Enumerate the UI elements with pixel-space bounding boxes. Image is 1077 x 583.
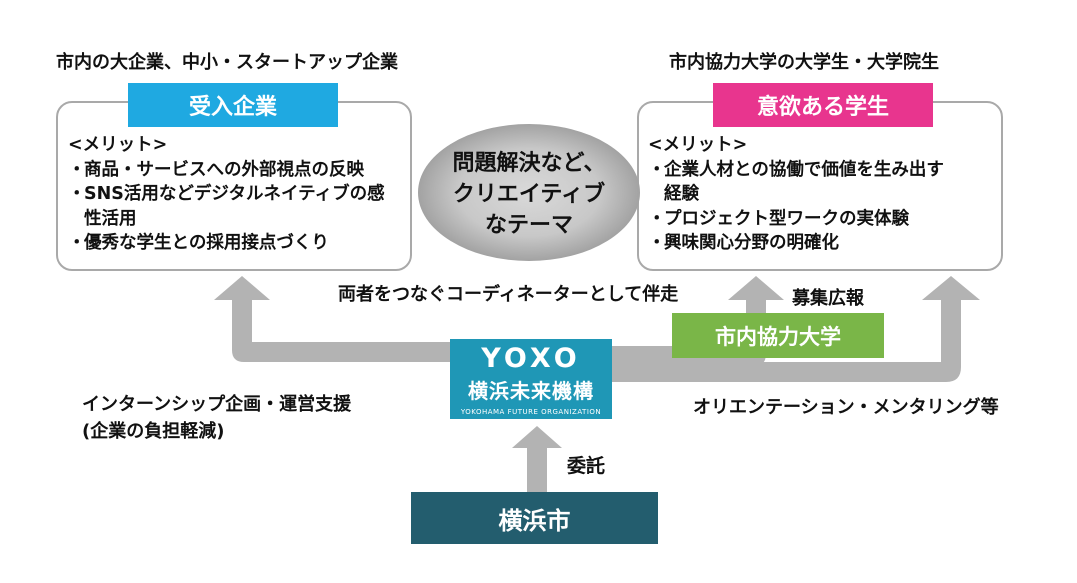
merit-item-continuation: 経験: [664, 184, 699, 204]
merit-item: プロジェクト型ワークの実体験: [664, 208, 909, 229]
burden-reduction-text: (企業の負担軽減): [82, 421, 225, 442]
entrust-text: 委託: [567, 455, 606, 477]
university-box: 市内協力大学: [672, 313, 884, 358]
merit-item: 優秀な学生との採用接点づくり: [84, 233, 329, 253]
orientation-text: オリエンテーション・メンタリング等: [693, 397, 999, 418]
recruit-text: 募集広報: [792, 288, 864, 309]
student-merits: <メリット> ・企業人材との協働で価値を生み出す 経験 ・プロジェクト型ワークの…: [648, 133, 998, 256]
merit-item: 興味関心分野の明確化: [664, 233, 839, 253]
company-caption: 市内の大企業、中小・スタートアップ企業: [56, 52, 398, 73]
merit-heading: <メリット>: [68, 135, 168, 155]
internship-support-text: インターンシップ企画・運営支援: [82, 394, 352, 415]
theme-ellipse: [418, 124, 640, 261]
company-merits: <メリット> ・商品・サービスへの外部視点の反映 ・SNS活用などデジタルネイテ…: [68, 133, 408, 256]
coordinator-text: 両者をつなぐコーディネーターとして伴走: [338, 284, 679, 305]
company-label: 受入企業: [128, 83, 338, 127]
yoxo-name-en: YOXO: [481, 343, 581, 374]
yoxo-logo-box: YOXO 横浜未来機構 YOKOHAMA FUTURE ORGANIZATION: [450, 339, 612, 419]
city-box: 横浜市: [411, 492, 658, 544]
arrow-to-students: [612, 276, 980, 382]
merit-item: 企業人材との協働で価値を生み出す: [664, 159, 944, 180]
theme-text: 問題解決など、 クリエイティブ なテーマ: [452, 151, 606, 238]
merit-heading: <メリット>: [648, 135, 748, 155]
arrow-entrust: [512, 426, 562, 492]
student-label: 意欲ある学生: [713, 83, 933, 127]
yoxo-name-sub: YOKOHAMA FUTURE ORGANIZATION: [460, 408, 602, 416]
merit-item: SNS活用などデジタルネイティブの感: [84, 184, 385, 204]
arrow-recruit: [612, 276, 784, 366]
company-panel: [56, 101, 412, 271]
merit-item: 商品・サービスへの外部視点の反映: [84, 159, 364, 180]
student-caption: 市内協力大学の大学生・大学院生: [669, 52, 939, 73]
merit-item-continuation: 性活用: [84, 208, 137, 229]
yoxo-name-jp: 横浜未来機構: [468, 379, 594, 403]
arrow-to-company: [214, 276, 450, 362]
